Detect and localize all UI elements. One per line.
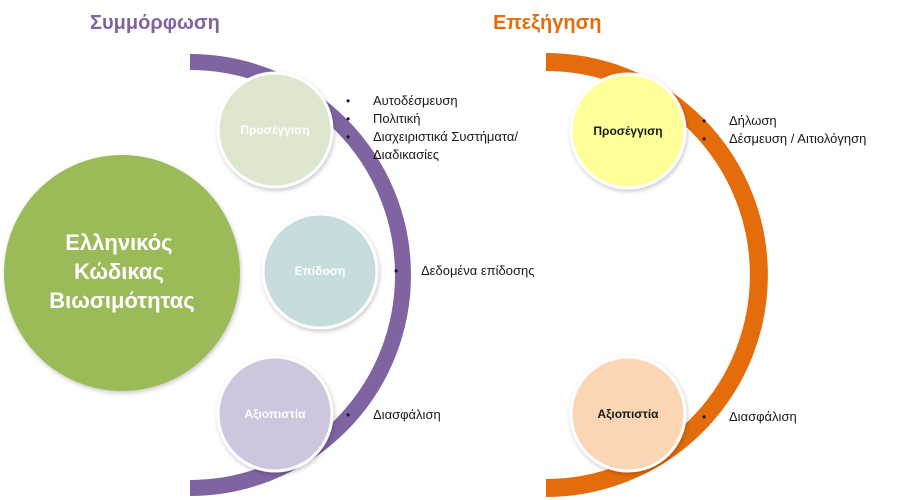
right-credibility-bullet-list: Διασφάλιση	[702, 408, 852, 426]
bullet-item: Δεδομένα επίδοσης	[394, 262, 574, 280]
left-performance-label: Επίδοση	[295, 264, 346, 278]
bullet-item: Διαχειριστικά Συστήματα/ Διαδικασίες	[346, 128, 546, 164]
left-credibility-node: Αξιοπιστία	[216, 355, 334, 473]
left-approach-circle	[216, 71, 334, 189]
central-title-line-3: Βιωσιμότητας	[49, 288, 194, 313]
central-node: Ελληνικός Κώδικας Βιωσιμότητας	[4, 155, 240, 391]
svg-text:Ελληνικός Κώδικας: Ελληνικός Κώδικας Βιωσιμότητας	[49, 230, 194, 313]
left-performance-bullet-list: Δεδομένα επίδοσης	[394, 262, 574, 280]
right-credibility-circle	[569, 355, 687, 473]
left-credibility-label: Αξιοπιστία	[244, 407, 306, 421]
title-explanation: Επεξήγηση	[493, 12, 602, 34]
right-approach-circle	[569, 72, 687, 190]
bullet-item: Δέσμευση / Αιτιολόγηση	[702, 130, 892, 148]
right-approach-label: Προσέγγιση	[593, 124, 662, 138]
bullet-item: Αυτοδέσμευση	[346, 92, 546, 110]
central-circle	[4, 155, 240, 391]
left-approach-node: Προσέγγιση	[216, 71, 334, 189]
left-credibility-circle	[216, 355, 334, 473]
left-performance-circle	[261, 212, 379, 330]
title-compliance: Συμμόρφωση	[90, 12, 220, 34]
central-title-line-1: Ελληνικός	[65, 230, 172, 255]
left-credibility-bullet-list: Διασφάλιση	[346, 406, 496, 424]
right-approach-node: Προσέγγιση	[569, 72, 687, 190]
bullet-item: Πολιτική	[346, 110, 546, 128]
left-approach-label: Προσέγγιση	[240, 123, 309, 137]
left-approach-bullet-list: Αυτοδέσμευση Πολιτική Διαχειριστικά Συστ…	[346, 92, 546, 164]
right-approach-bullet-list: Δήλωση Δέσμευση / Αιτιολόγηση	[702, 112, 892, 148]
left-performance-node: Επίδοση	[261, 212, 379, 330]
central-title-line-2: Κώδικας	[74, 259, 164, 284]
bullet-item: Διασφάλιση	[702, 408, 852, 426]
bullet-item: Δήλωση	[702, 112, 892, 130]
bullet-item: Διασφάλιση	[346, 406, 496, 424]
right-credibility-label: Αξιοπιστία	[597, 407, 659, 421]
right-credibility-node: Αξιοπιστία	[569, 355, 687, 473]
